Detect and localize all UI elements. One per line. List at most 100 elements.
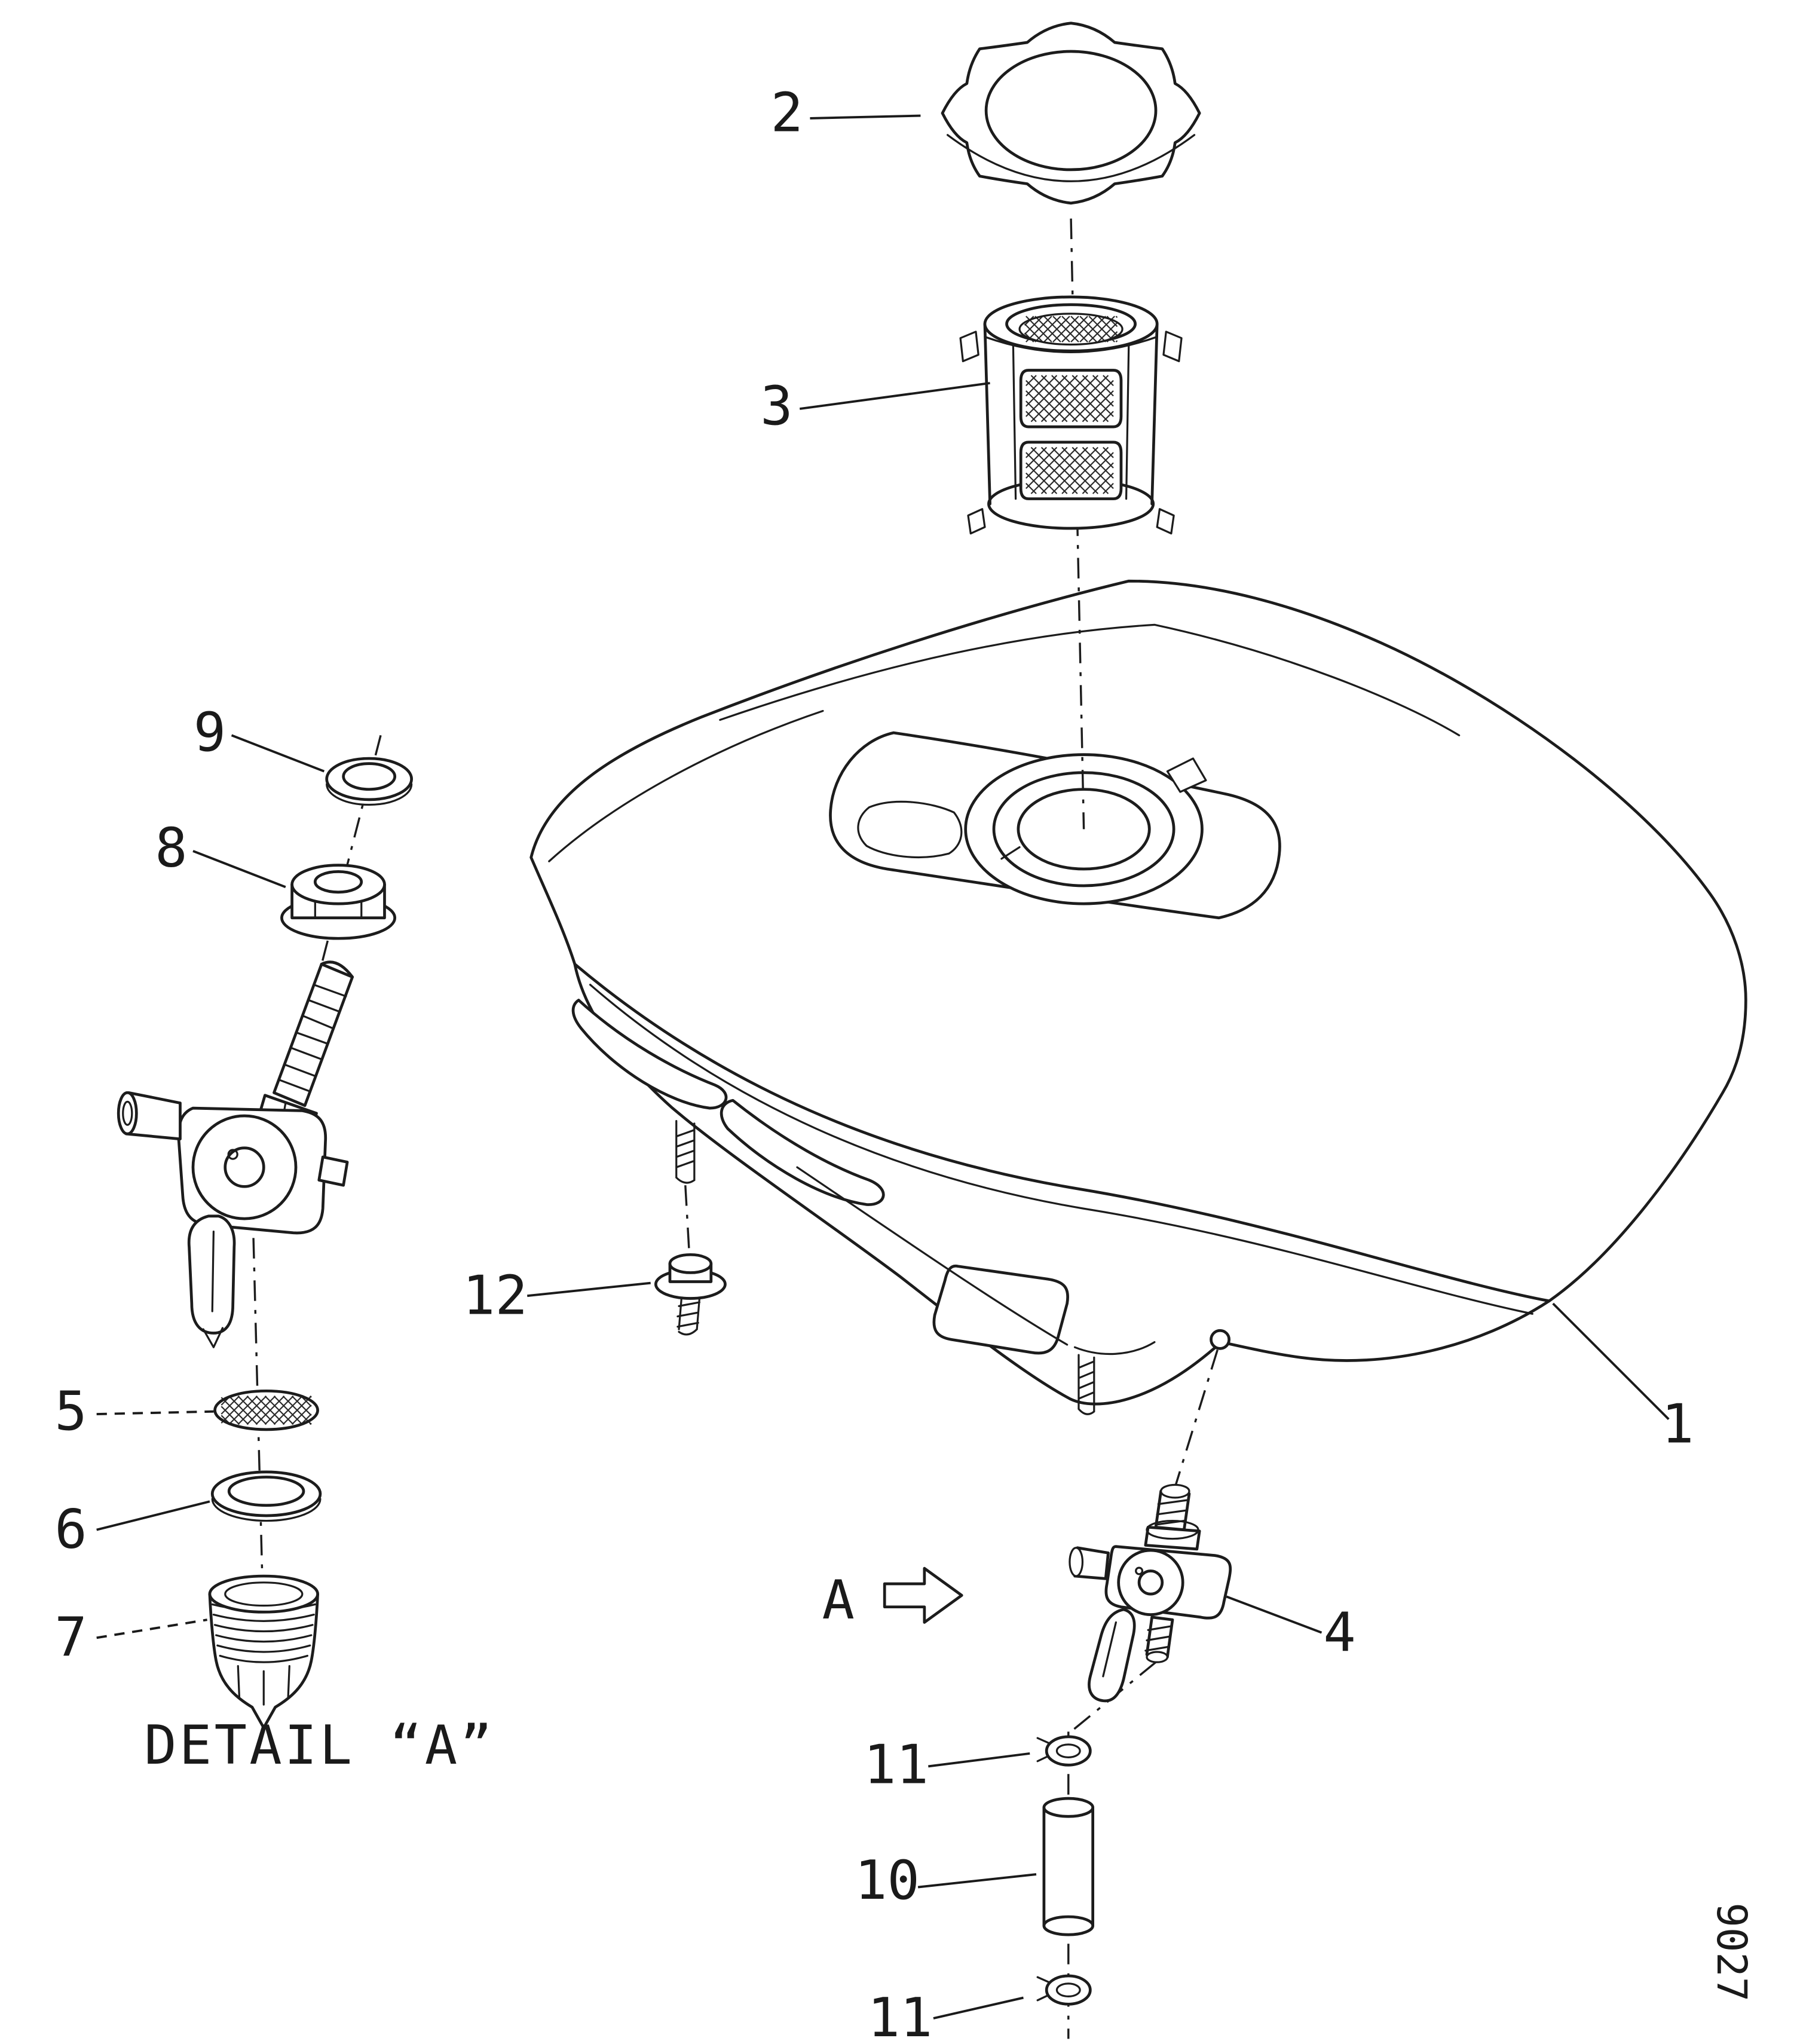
centerline-stud-to-bolt bbox=[684, 1185, 690, 1253]
detail-outlet-end bbox=[117, 1091, 138, 1136]
hose-clamp-upper bbox=[1036, 1735, 1092, 1767]
tank-mounting-stud-right bbox=[1077, 1354, 1095, 1415]
cup-body bbox=[208, 1592, 319, 1730]
strainer-side-lines bbox=[983, 322, 1159, 506]
washer-thickness bbox=[326, 783, 413, 806]
tank-bracket-plate bbox=[932, 1264, 1069, 1355]
washer-hole bbox=[342, 762, 397, 791]
detail-face-screw bbox=[227, 1149, 238, 1160]
hose-fill bbox=[1043, 1807, 1093, 1926]
sealing-washer bbox=[325, 757, 414, 806]
fuel-outlet-boss bbox=[1210, 1329, 1231, 1350]
callout-11-lower: 11 bbox=[868, 1987, 933, 2044]
callout-8: 8 bbox=[155, 817, 187, 880]
filler-neck-bayonet-notch bbox=[1166, 757, 1207, 793]
valve-stem-threads bbox=[278, 984, 347, 1093]
strainer-frame-columns bbox=[1012, 341, 1130, 500]
strainer-tab-left bbox=[959, 331, 979, 363]
gasket-hole bbox=[227, 1476, 305, 1507]
hose-clamp-lower bbox=[1036, 1974, 1092, 2006]
tank-left-seam bbox=[548, 709, 824, 862]
leader-9 bbox=[231, 734, 325, 773]
screen-rim bbox=[213, 1389, 319, 1431]
strainer-top-mesh-fill bbox=[1020, 313, 1123, 345]
sheet-number: 9027 bbox=[1707, 1902, 1755, 2002]
detail-lever-tip bbox=[202, 1327, 224, 1348]
flange-bolt bbox=[654, 1253, 727, 1336]
cup-top-hole bbox=[224, 1581, 304, 1607]
centerline-tank-to-valve bbox=[1173, 1349, 1219, 1492]
strainer-top-mesh-ring bbox=[1018, 313, 1124, 346]
strainer-foot-tab-right bbox=[1156, 508, 1175, 535]
nut-hole bbox=[313, 870, 363, 894]
detail-right-nub bbox=[317, 1155, 349, 1187]
valve-bottom-threads bbox=[1144, 1625, 1173, 1652]
tank-top-ridge bbox=[719, 623, 1461, 736]
valve-top-end bbox=[1160, 1483, 1190, 1499]
valve-face-hub bbox=[1137, 1569, 1164, 1596]
filler-neck-mid-ring bbox=[992, 771, 1175, 888]
hose-top-end bbox=[1042, 1797, 1095, 1818]
callout-2: 2 bbox=[771, 81, 803, 144]
callout-4: 4 bbox=[1323, 1601, 1355, 1664]
callout-3: 3 bbox=[760, 375, 792, 437]
tank-mounting-stud-left bbox=[675, 1120, 696, 1184]
screen-fill bbox=[215, 1391, 318, 1430]
leader-4 bbox=[1226, 1595, 1323, 1634]
fuel-hose bbox=[1042, 1797, 1095, 1936]
detail-title: DETAIL “A” bbox=[144, 1714, 495, 1777]
tank-drain-lip bbox=[1073, 1341, 1156, 1355]
bolt-head-top bbox=[668, 1253, 713, 1274]
callout-1: 1 bbox=[1661, 1393, 1694, 1455]
valve-side-outlet-end bbox=[1069, 1547, 1084, 1577]
leader-5 bbox=[96, 1410, 214, 1415]
leader-11-upper bbox=[928, 1752, 1030, 1768]
hose-sides bbox=[1042, 1806, 1095, 1927]
leader-11-lower bbox=[933, 1996, 1024, 2019]
detail-face-hub bbox=[224, 1146, 265, 1188]
sediment-cup bbox=[208, 1574, 319, 1730]
leader-8 bbox=[192, 850, 286, 888]
filler-neck-notch-line bbox=[1000, 846, 1021, 860]
clamp-ring-upper bbox=[1045, 1735, 1092, 1767]
detail-lever-line bbox=[211, 1230, 215, 1312]
callout-10: 10 bbox=[855, 1849, 920, 1912]
detail-valve-body bbox=[117, 960, 354, 1348]
callout-6: 6 bbox=[54, 1498, 87, 1561]
valve-face-screw bbox=[1135, 1566, 1144, 1575]
strainer-tab-right bbox=[1162, 331, 1183, 363]
clamp-hole-upper bbox=[1055, 1743, 1081, 1758]
leader-1 bbox=[1552, 1302, 1670, 1421]
valve-lever bbox=[1088, 1608, 1136, 1703]
gasket-thickness bbox=[211, 1498, 322, 1522]
screen-mesh bbox=[221, 1396, 312, 1425]
valve-lever-line bbox=[1102, 1621, 1117, 1678]
tank-front-seam bbox=[589, 984, 1533, 1315]
callout-7: 7 bbox=[54, 1606, 87, 1669]
detail-outlet-hole bbox=[122, 1100, 133, 1126]
leader-12 bbox=[527, 1281, 651, 1298]
strainer-mesh-lower bbox=[1025, 446, 1114, 494]
fuel-cap-scalloped-edge bbox=[941, 22, 1201, 205]
clamp-ring-lower bbox=[1045, 1974, 1092, 2006]
flange-nut bbox=[280, 864, 397, 940]
tank-bracket-left bbox=[571, 999, 728, 1110]
leader-10 bbox=[917, 1873, 1037, 1889]
valve-face bbox=[1117, 1549, 1184, 1616]
leader-2 bbox=[810, 114, 921, 120]
callout-12: 12 bbox=[463, 1264, 528, 1327]
cup-ribs bbox=[237, 1665, 290, 1706]
bolt-shank bbox=[676, 1297, 701, 1336]
callouts: 2 3 1 12 4 9 8 5 6 7 11 10 11 bbox=[54, 81, 1694, 2044]
fuel-cap-top-ring bbox=[984, 50, 1158, 172]
valve-stem bbox=[273, 962, 354, 1107]
tank-bracket-center bbox=[720, 1099, 885, 1206]
strainer-mesh-upper bbox=[1025, 375, 1114, 423]
strainer-window-upper bbox=[1019, 369, 1123, 429]
leader-7 bbox=[96, 1618, 207, 1639]
valve-stem-top bbox=[320, 960, 354, 979]
fuel-cap-skirt bbox=[946, 134, 1196, 182]
valve-hex-rim bbox=[1146, 1519, 1199, 1540]
detail-face bbox=[191, 1114, 298, 1220]
view-marker: A bbox=[822, 1566, 963, 1632]
